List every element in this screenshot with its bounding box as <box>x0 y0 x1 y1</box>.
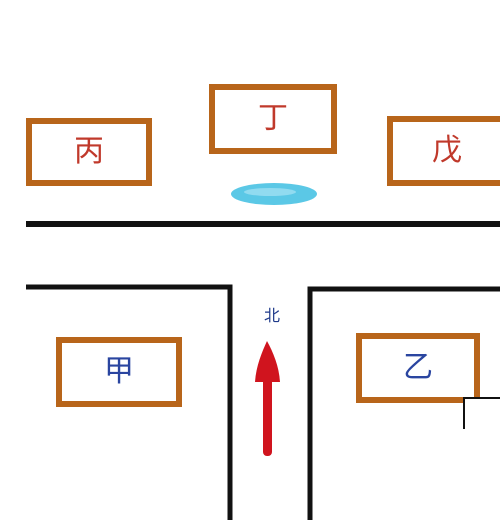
building-yi: 乙 <box>356 333 480 403</box>
building-bing: 丙 <box>26 118 152 186</box>
building-ding-label: 丁 <box>258 101 288 136</box>
water-highlight <box>244 188 296 196</box>
road-left-block-line <box>26 284 233 520</box>
building-ding: 丁 <box>209 84 337 154</box>
building-yi-label: 乙 <box>403 350 433 385</box>
building-wu: 戊 <box>387 116 500 186</box>
building-wu-label: 戊 <box>432 133 462 168</box>
building-bing-label: 丙 <box>74 134 104 169</box>
corner-mark <box>463 397 500 429</box>
building-jia: 甲 <box>56 337 182 407</box>
road-right-block-line <box>307 286 500 520</box>
north-arrow-icon <box>255 341 280 456</box>
north-label: 北 <box>263 306 280 325</box>
building-jia-label: 甲 <box>104 354 134 389</box>
